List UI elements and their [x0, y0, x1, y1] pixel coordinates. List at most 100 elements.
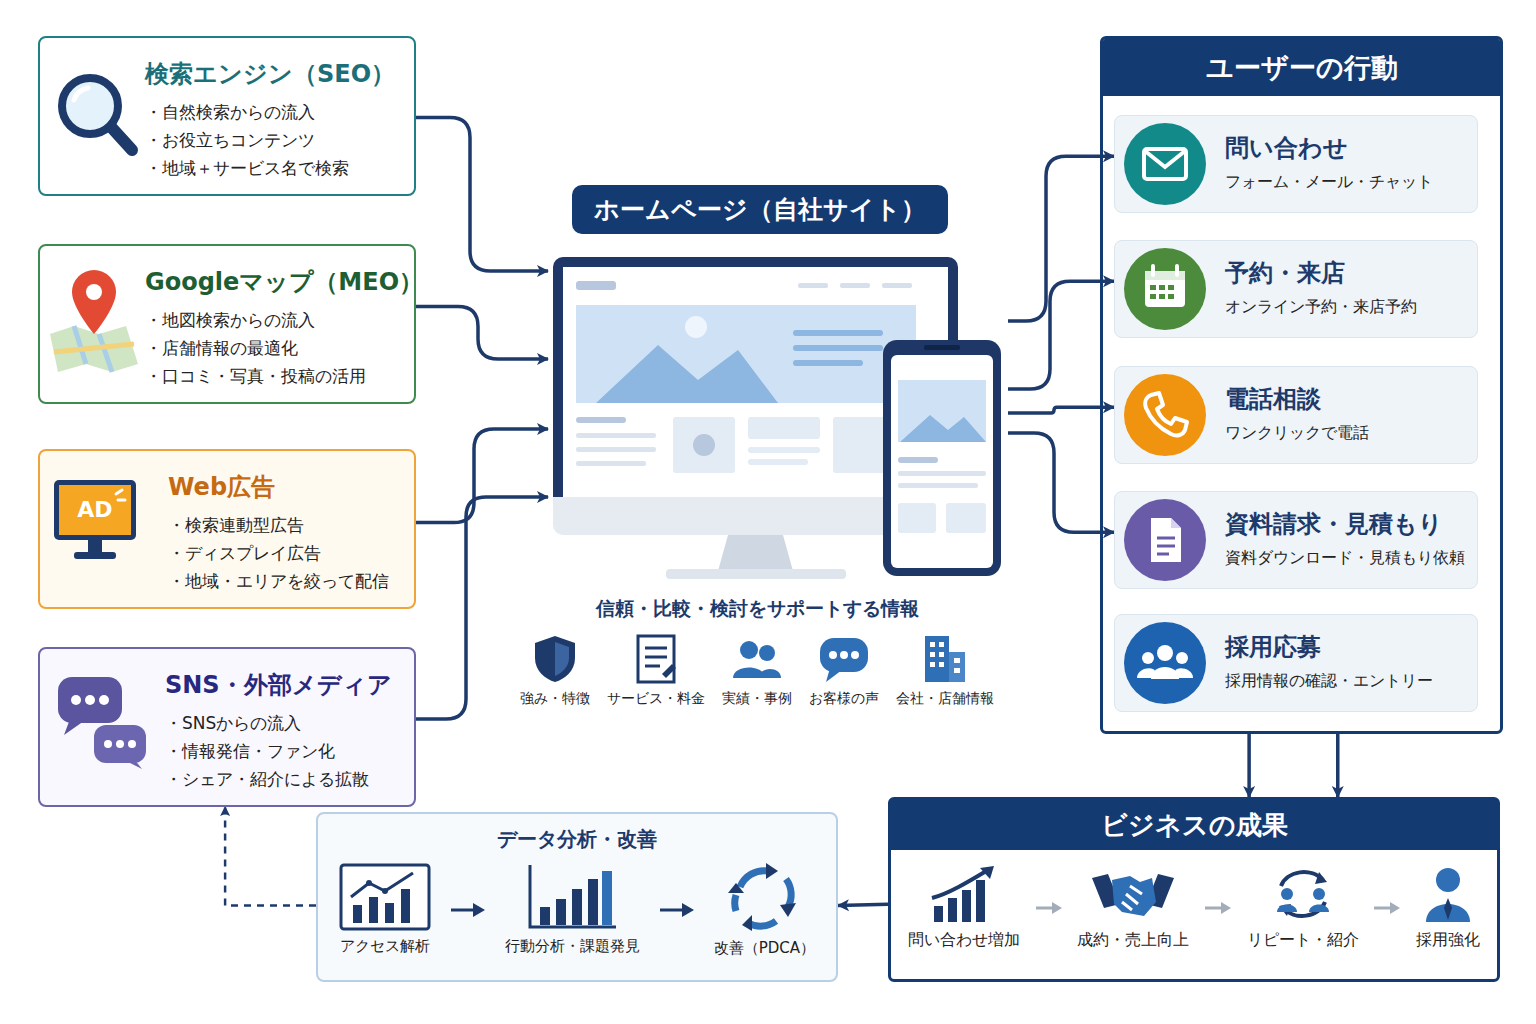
step-arrow: [449, 901, 487, 919]
team-icon: [1123, 621, 1207, 705]
node-text: ・地域・エリアを絞って配信: [168, 567, 404, 595]
node-text: ・SNSからの流入: [165, 709, 404, 737]
step-cell: 強み・特徴: [520, 634, 590, 708]
node-text: ワンクリックで電話: [1225, 423, 1469, 444]
repeat-icon: [1267, 864, 1339, 924]
step-cell: 採用強化: [1416, 864, 1480, 951]
node-text: 採用応募: [1225, 631, 1469, 663]
step-cell: 改善（PDCA）: [714, 861, 815, 958]
source-box: SNS・外部メディア・SNSからの流入・情報発信・ファン化・シェア・紹介による拡…: [38, 647, 416, 807]
flow-connector: [1247, 734, 1251, 797]
node-text: ビジネスの成果: [891, 800, 1497, 850]
node-text: ・地域＋サービス名で検索: [145, 154, 404, 182]
document-icon: [632, 634, 680, 684]
step-arrow: [658, 901, 696, 919]
node-text: オンライン予約・来店予約: [1225, 297, 1469, 318]
node-text: ・ディスプレイ広告: [168, 539, 404, 567]
flow-connector: [416, 429, 548, 523]
speech-icon: [818, 634, 870, 684]
magnifier-icon: [52, 68, 142, 168]
flow-connector: [1336, 734, 1340, 797]
node-text: 行動分析・課題発見: [505, 937, 640, 956]
step-arrow: [1203, 900, 1233, 916]
bar-chart-icon: [526, 863, 618, 931]
action-panel: ユーザーの行動問い合わせフォーム・メール・チャット予約・来店オンライン予約・来店…: [1100, 36, 1503, 734]
phone-icon: [1123, 373, 1207, 457]
node-text: 問い合わせ増加: [908, 930, 1020, 951]
source-box: 検索エンジン（SEO） ・自然検索からの流入・お役立ちコンテンツ・地域＋サービス名…: [38, 36, 416, 196]
node-text: 改善（PDCA）: [714, 939, 815, 958]
document-request-icon: [1123, 498, 1207, 582]
step-cell: 実績・事例: [722, 634, 792, 708]
node-text: ・情報発信・ファン化: [165, 737, 404, 765]
result-panel: ビジネスの成果問い合わせ増加 成約・売上向上 リピート・紹介 採用強化: [888, 797, 1500, 982]
calendar-icon: [1123, 247, 1207, 331]
map-pin-icon: [44, 264, 144, 374]
flow-connector: [416, 118, 548, 271]
node-text: 資料ダウンロード・見積もり依頼: [1225, 548, 1469, 569]
step-row: 問い合わせ増加 成約・売上向上 リピート・紹介 採用強化: [891, 850, 1497, 959]
step-arrow: [1372, 900, 1402, 916]
building-icon: [921, 634, 969, 684]
node-text: Googleマップ（MEO）: [145, 266, 404, 298]
node-text: データ分析・改善: [330, 826, 824, 853]
action-card: 電話相談ワンクリックで電話: [1114, 366, 1478, 464]
flow-connector: [225, 807, 316, 906]
step-arrow: [1034, 900, 1064, 916]
mail-icon: [1123, 122, 1207, 206]
node-text: 検索エンジン（SEO）: [145, 58, 404, 90]
node-text: ・シェア・紹介による拡散: [165, 765, 404, 793]
node-text: 資料請求・見積もり: [1225, 508, 1469, 540]
chat-bubbles-icon: [56, 669, 148, 769]
step-cell: リピート・紹介: [1247, 864, 1359, 951]
node-text: サービス・料金: [607, 690, 705, 708]
node-text: 実績・事例: [722, 690, 792, 708]
flow-connector: [416, 306, 548, 359]
step-cell: サービス・料金: [607, 634, 705, 708]
flow-connector: [1008, 407, 1114, 413]
node-text: ・店舗情報の最適化: [145, 334, 404, 362]
flow-connector: [416, 497, 548, 719]
node-text: ・自然検索からの流入: [145, 98, 404, 126]
people-icon: [731, 634, 783, 684]
growth-chart-icon: [928, 864, 1000, 924]
step-cell: 行動分析・課題発見: [505, 863, 640, 956]
pdca-cycle-icon: [724, 861, 804, 933]
flow-connector: [838, 904, 888, 905]
node-text: Web広告: [168, 471, 404, 503]
node-text: お客様の声: [809, 690, 879, 708]
node-text: 成約・売上向上: [1077, 930, 1189, 951]
action-card: 採用応募採用情報の確認・エントリー: [1114, 614, 1478, 712]
node-text: ・検索連動型広告: [168, 511, 404, 539]
devices-illustration: [548, 185, 1008, 585]
node-text: ホームページ（自社サイト）: [572, 185, 948, 234]
node-text: 採用情報の確認・エントリー: [1225, 671, 1469, 692]
action-card: 問い合わせフォーム・メール・チャット: [1114, 115, 1478, 213]
node-text: 会社・店舗情報: [896, 690, 994, 708]
step-cell: 会社・店舗情報: [896, 634, 994, 708]
node-text: SNS・外部メディア: [165, 669, 404, 701]
info-box: 信頼・比較・検討をサポートする情報強み・特徴サービス・料金実績・事例お客様の声会…: [511, 596, 1003, 753]
source-box: Web広告・検索連動型広告・ディスプレイ広告・地域・エリアを絞って配信AD: [38, 449, 416, 609]
node-text: フォーム・メール・チャット: [1225, 172, 1469, 193]
step-cell: アクセス解析: [339, 863, 431, 956]
handshake-icon: [1090, 864, 1176, 924]
node-text: ・お役立ちコンテンツ: [145, 126, 404, 154]
flow-connector: [1008, 281, 1114, 389]
step-cell: 成約・売上向上: [1077, 864, 1189, 951]
website-node: ホームページ（自社サイト）: [548, 185, 1008, 585]
flow-connector: [1008, 156, 1114, 321]
step-cell: 問い合わせ増加: [908, 864, 1020, 951]
node-text: 強み・特徴: [520, 690, 590, 708]
node-text: 信頼・比較・検討をサポートする情報: [511, 596, 1003, 622]
node-text: 採用強化: [1416, 930, 1480, 951]
access-chart-icon: [339, 863, 431, 931]
person-icon: [1418, 864, 1478, 924]
node-text: 予約・来店: [1225, 257, 1469, 289]
step-row: アクセス解析行動分析・課題発見 改善（PDCA）: [330, 861, 824, 958]
source-box: Googleマップ（MEO）・地図検索からの流入・店舗情報の最適化・口コミ・写真…: [38, 244, 416, 404]
node-text: リピート・紹介: [1247, 930, 1359, 951]
step-row: 強み・特徴サービス・料金実績・事例お客様の声会社・店舗情報: [511, 634, 1003, 708]
node-text: 電話相談: [1225, 383, 1469, 415]
